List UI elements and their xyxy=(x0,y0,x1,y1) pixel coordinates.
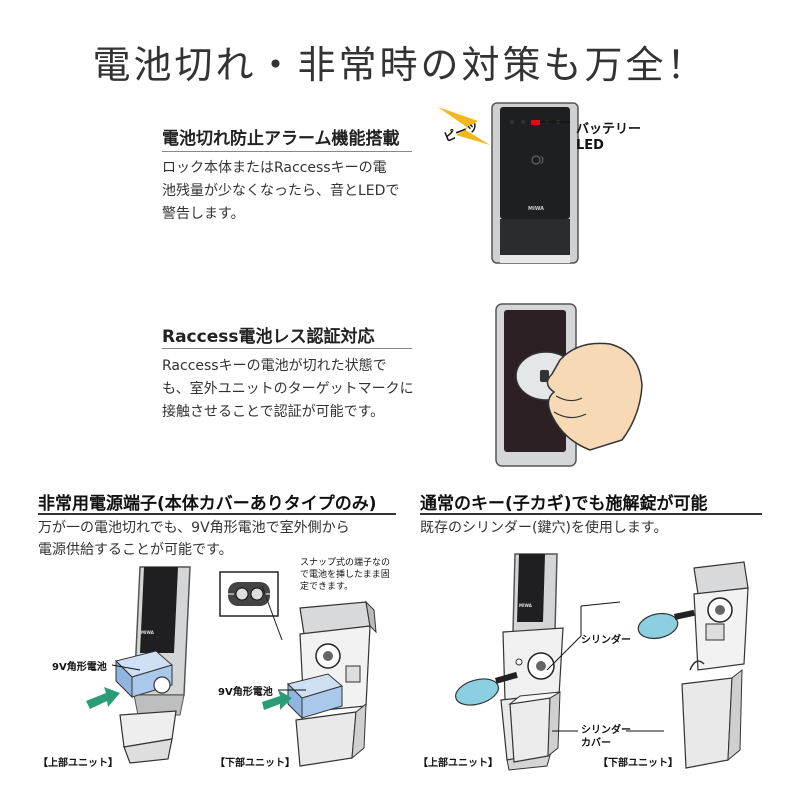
device-brand-logo: MIWA xyxy=(528,206,544,212)
alarm-title-rule xyxy=(162,151,412,152)
batteryless-section-title: Raccess電池レス認証対応 xyxy=(162,327,375,347)
alarm-desc-line: 池残量が少なくなったら、音とLEDで xyxy=(162,183,400,199)
cylinder-cover-label-line: カバー xyxy=(581,738,611,749)
battery-terminal-closeup xyxy=(219,571,279,617)
batteryless-desc-line: Raccessキーの電池が切れた状態で xyxy=(162,358,387,374)
battery-label-left: 9V角形電池 xyxy=(52,662,107,673)
cylinder-label-leaders xyxy=(546,601,621,671)
9v-battery-icon xyxy=(287,673,344,720)
cylinder-cover-leader xyxy=(552,730,578,732)
emergency-lower-unit-illustration xyxy=(261,585,377,767)
insert-arrow-icon xyxy=(262,690,292,710)
key-lower-unit-illustration xyxy=(637,561,749,769)
batteryless-title-rule xyxy=(162,348,412,349)
insert-arrow-icon xyxy=(86,687,120,709)
alarm-section-title: 電池切れ防止アラーム機能搭載 xyxy=(162,129,400,149)
device-brand-logo: MIWA xyxy=(519,603,532,608)
key-desc-line: 既存のシリンダー(鍵穴)を使用します。 xyxy=(420,520,668,536)
device-brand-logo: MIWA xyxy=(141,630,154,635)
note-line: で電池を挿したまま固 xyxy=(300,570,390,580)
battery-led-label-line: バッテリー xyxy=(576,122,642,137)
lower-unit-label: 【下部ユニット】 xyxy=(598,758,678,769)
key-icon xyxy=(637,609,695,640)
cylinder-label: シリンダー xyxy=(581,635,631,646)
alarm-description: ロック本体またはRaccessキーの電 池残量が少なくなったら、音とLEDで 警… xyxy=(162,157,399,226)
key-section-title: 通常のキー(子カギ)でも施解錠が可能 xyxy=(420,494,708,514)
emergency-desc-line: 電源供給することが可能です。 xyxy=(38,542,233,558)
cylinder-cover-label-line: シリンダー xyxy=(581,725,631,736)
emergency-upper-unit-illustration xyxy=(86,566,191,764)
upper-unit-label: 【上部ユニット】 xyxy=(418,758,498,769)
cylinder-cover-label: シリンダー カバー xyxy=(581,724,631,750)
9v-battery-icon xyxy=(115,650,174,699)
battery-label-center-leader xyxy=(278,689,306,691)
key-description: 既存のシリンダー(鍵穴)を使用します。 xyxy=(420,517,668,539)
batteryless-illustration xyxy=(495,303,643,467)
batteryless-desc-line: も、室外ユニットのターゲットマークに xyxy=(162,381,414,397)
hand-icon xyxy=(546,342,643,451)
lower-unit-label: 【下部ユニット】 xyxy=(215,758,295,769)
battery-led-label-line: LED xyxy=(576,138,604,153)
battery-led-icon xyxy=(531,120,540,125)
alarm-device-illustration xyxy=(438,102,579,264)
emergency-desc-line: 万が一の電池切れでも、9V角形電池で室外側から xyxy=(38,520,350,536)
battery-label-center: 9V角形電池 xyxy=(218,687,273,698)
key-icon xyxy=(454,671,518,706)
emergency-description: 万が一の電池切れでも、9V角形電池で室外側から 電源供給することが可能です。 xyxy=(38,517,350,561)
snap-terminal-note: スナップ式の端子なの で電池を挿したまま固 定できます。 xyxy=(300,557,390,593)
page-title: 電池切れ・非常時の対策も万全！ xyxy=(92,43,708,87)
cylinder-cover-leader-right xyxy=(626,730,664,732)
alarm-desc-line: 警告します。 xyxy=(162,206,245,222)
upper-unit-label: 【上部ユニット】 xyxy=(38,758,118,769)
alarm-desc-line: ロック本体またはRaccessキーの電 xyxy=(162,160,387,176)
battery-led-label: バッテリー LED xyxy=(576,122,641,154)
emergency-section-title: 非常用電源端子(本体カバーありタイプのみ) xyxy=(38,494,377,514)
key-title-rule xyxy=(420,513,762,515)
note-line: スナップ式の端子なの xyxy=(300,558,391,568)
cylinder-cover-illustration xyxy=(508,691,561,763)
batteryless-desc-line: 接触させることで認証が可能です。 xyxy=(162,404,385,420)
batteryless-description: Raccessキーの電池が切れた状態で も、室外ユニットのターゲットマークに 接… xyxy=(162,355,414,424)
battery-label-left-leader xyxy=(111,664,141,671)
emergency-title-rule xyxy=(38,513,396,515)
target-mark-icon xyxy=(531,155,541,165)
note-line: 定できます。 xyxy=(300,582,354,592)
